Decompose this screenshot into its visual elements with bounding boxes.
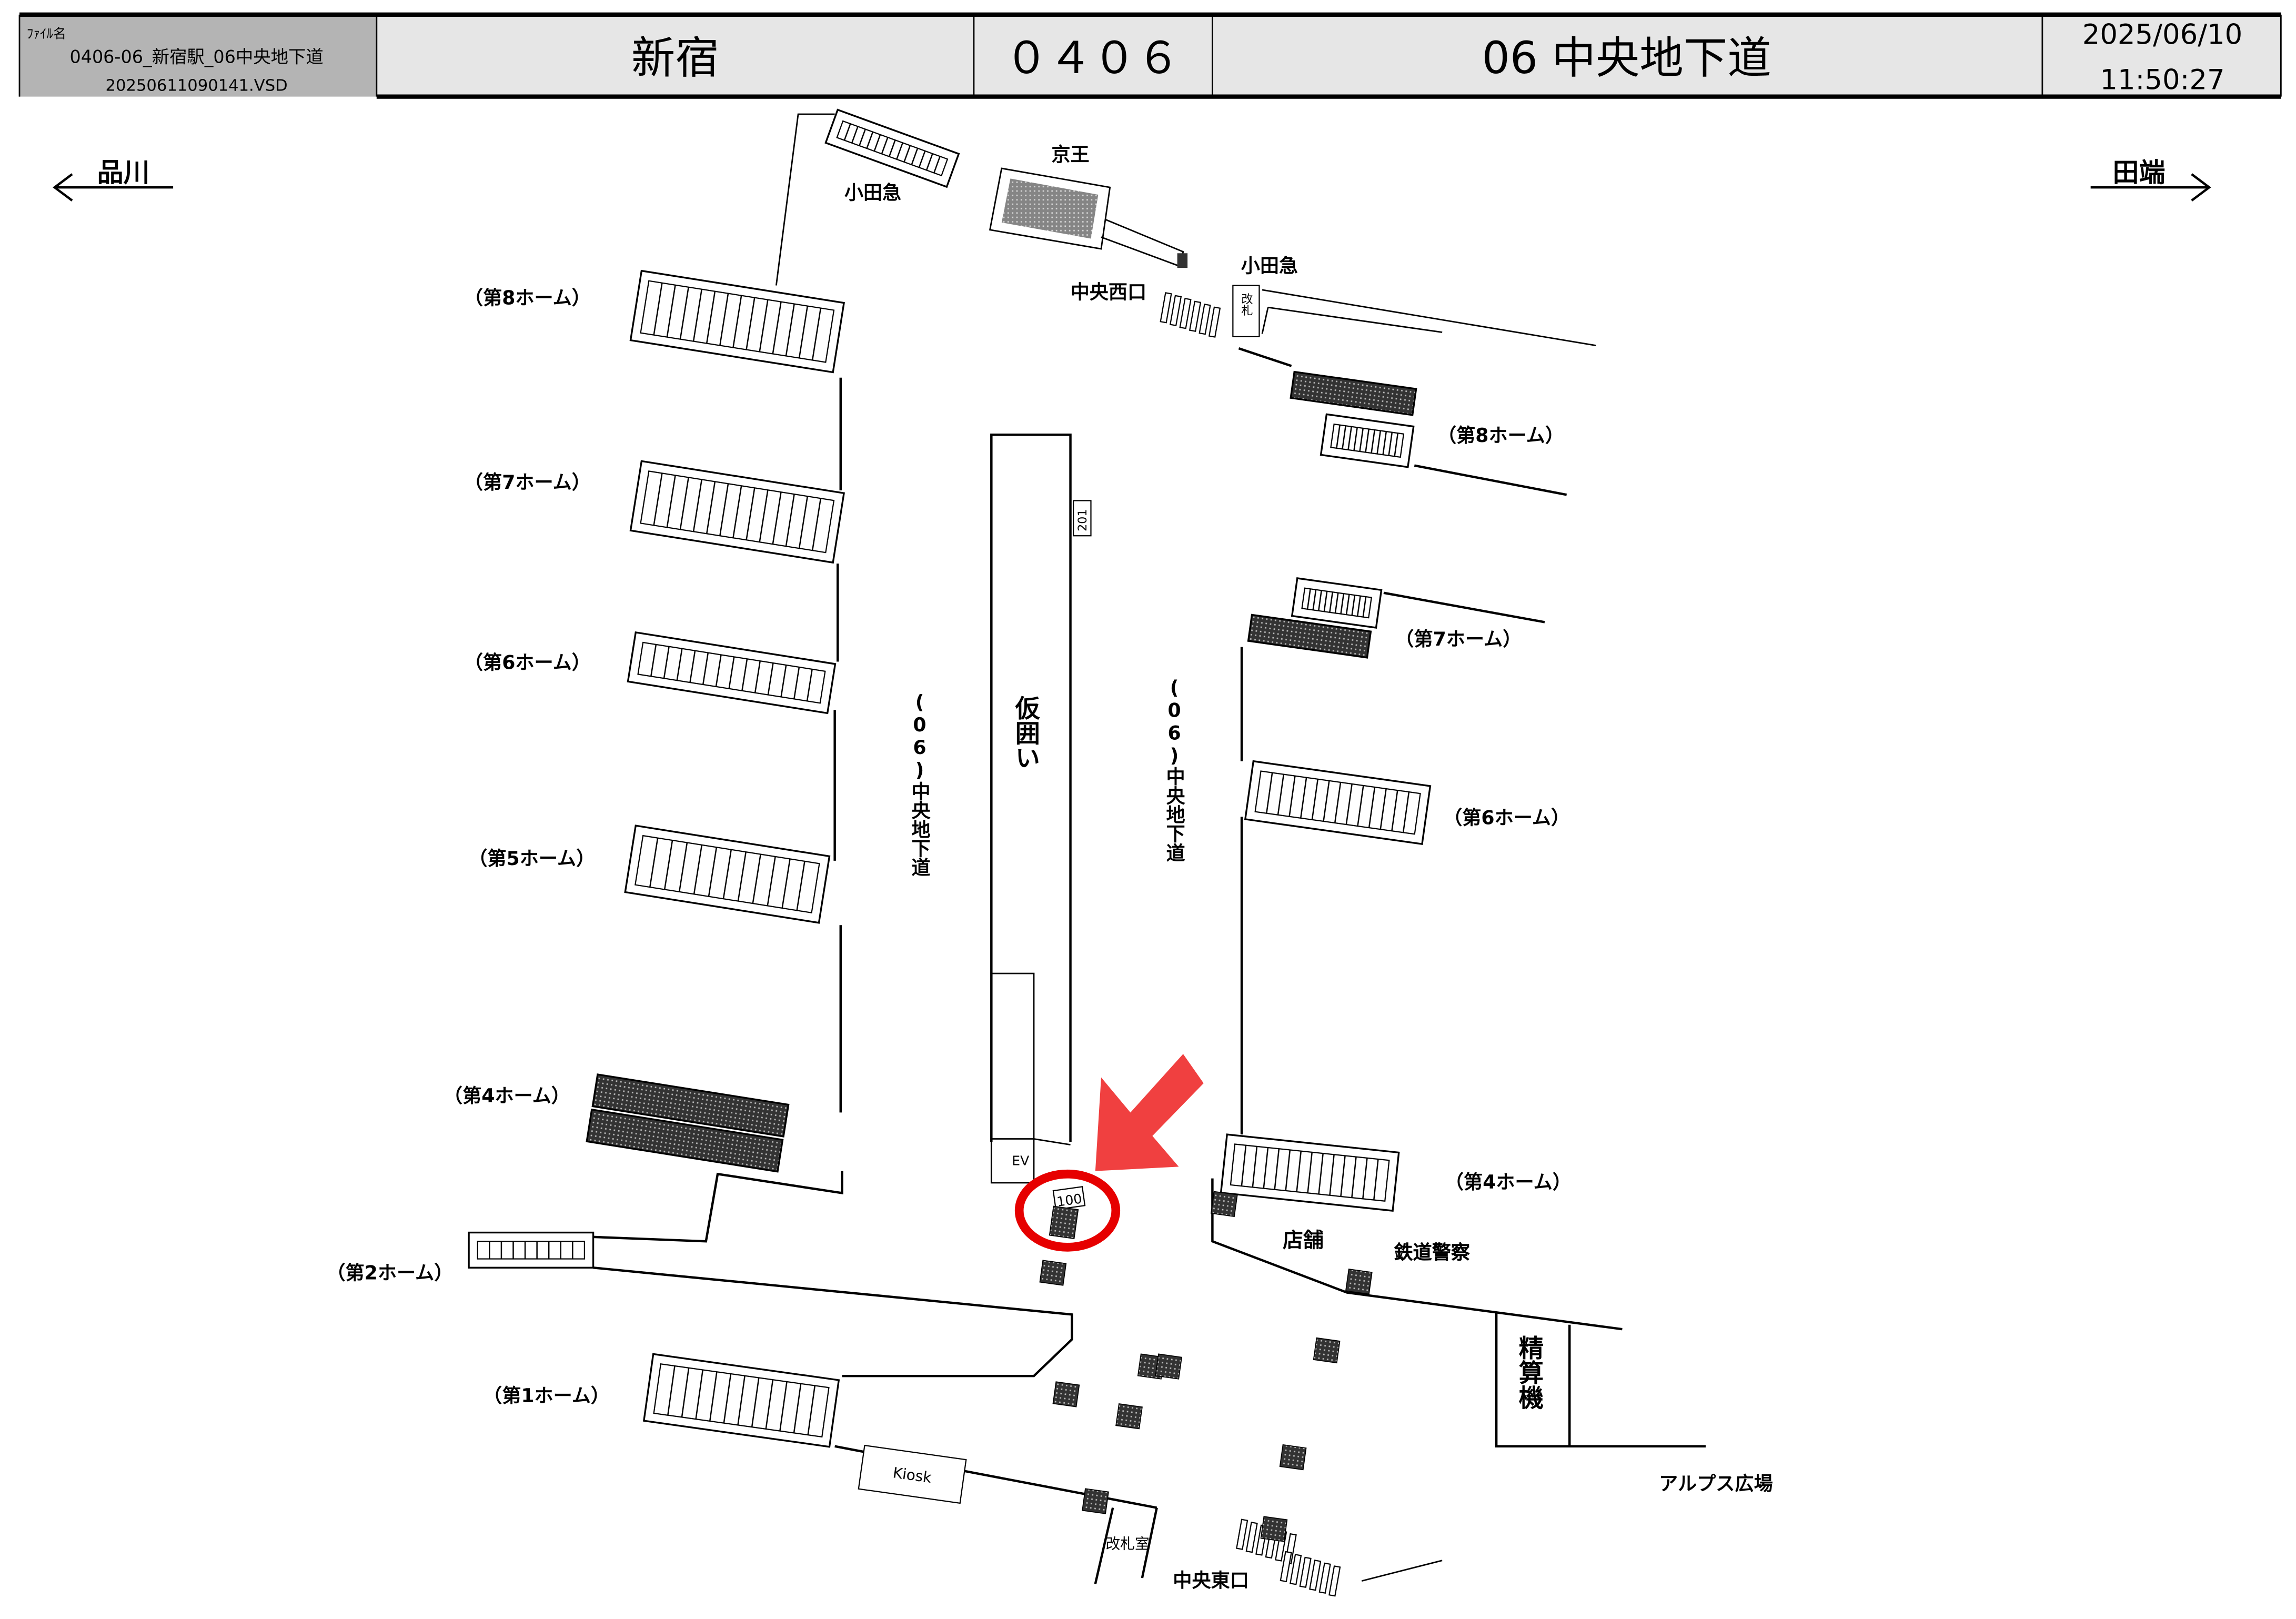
platform-label-left-5: （第5ホーム）: [468, 847, 595, 870]
kaisatsu-label: 改札: [1239, 293, 1253, 316]
ticket-machine: [1155, 1353, 1183, 1380]
stairs: [1220, 1133, 1400, 1212]
platform-label-left-7: （第7ホーム）: [464, 471, 591, 494]
ticket-machine: [1052, 1381, 1080, 1407]
station-name: 新宿: [631, 33, 719, 84]
ticket-gate: [1280, 1551, 1292, 1583]
ticket-gate: [1318, 1562, 1331, 1594]
shop-label: 店舗: [1283, 1229, 1324, 1252]
ticket-gate: [1309, 1560, 1322, 1591]
stairs: [1320, 413, 1415, 468]
ticket-machine: [1260, 1516, 1288, 1542]
ticket-gate: [1299, 1556, 1312, 1588]
platform-label-left-2: （第2ホーム）: [326, 1262, 453, 1284]
ticket-gate: [1189, 300, 1202, 332]
pointer-arrow-icon: [1095, 1054, 1204, 1171]
platform-label-right-6: （第6ホーム）: [1443, 806, 1570, 829]
stairs: [1291, 577, 1383, 629]
stairs: [1290, 370, 1417, 416]
odakyu-label-right: 小田急: [1241, 254, 1298, 277]
file-info-cell: [19, 14, 377, 97]
arrow-right-icon: [2090, 173, 2211, 202]
file-id: 20250611090141.VSD: [106, 76, 288, 95]
direction-right-label: 田端: [2112, 157, 2165, 188]
railway-police: 鉄道警察: [1394, 1243, 1471, 1265]
fare-adjust-label: 精算機: [1514, 1335, 1544, 1410]
ticket-machine: [1279, 1444, 1307, 1471]
ticket-machine: [1210, 1191, 1238, 1217]
railway-police-label: 鉄道警察: [1394, 1243, 1471, 1265]
sign-100: 100: [1056, 1191, 1083, 1209]
date: 2025/06/10: [2082, 18, 2243, 51]
ticket-gate: [1208, 306, 1221, 338]
platform-label-right-4: （第4ホーム）: [1445, 1171, 1572, 1193]
ticket-gate: [1160, 292, 1172, 324]
chuo-higashiguchi-label: 中央東口: [1173, 1569, 1249, 1592]
direction-right: 田端: [2090, 157, 2211, 202]
ticket-machine: [1039, 1260, 1067, 1286]
direction-left: 品川: [53, 157, 174, 202]
stairs: [624, 824, 831, 924]
chuo-nishiguchi-label: 中央西口: [1071, 281, 1147, 304]
stairs: [824, 108, 960, 188]
stairs: [591, 1073, 790, 1138]
stairs: [642, 1353, 840, 1448]
ticket-machines: [1039, 1191, 1373, 1542]
ticket-machine: [1115, 1403, 1143, 1430]
platform-label-left-4: （第4ホーム）: [444, 1084, 570, 1107]
platform-label-right-8: （第8ホーム）: [1437, 424, 1564, 447]
passage-label-left: (06)中央地下道: [908, 691, 931, 877]
stairs: [468, 1231, 595, 1269]
platform-label-right-7: （第7ホーム）: [1395, 628, 1522, 650]
passage-label-right: (06)中央地下道: [1163, 676, 1186, 862]
stairs-group: [468, 108, 1432, 1448]
header-bar: ﾌｧｲﾙ名 0406-06_新宿駅_06中央地下道 20250611090141…: [18, 12, 2282, 99]
stairs: [586, 1108, 784, 1173]
ticket-gates: [1160, 292, 1341, 1597]
keio-gate: [989, 167, 1188, 268]
stairs: [1244, 760, 1432, 846]
ticket-machine: [1345, 1269, 1373, 1295]
ticket-machine: [1082, 1488, 1109, 1514]
ev-label: EV: [1012, 1153, 1029, 1169]
ticket-gate: [1199, 304, 1211, 335]
platform-label-left-8: （第8ホーム）: [464, 287, 591, 309]
highlighted-ticket-machine[interactable]: 100: [1014, 1169, 1121, 1252]
ticket-gate: [1236, 1519, 1248, 1550]
odakyu-label-top: 小田急: [844, 181, 901, 204]
arrow-left-icon: [53, 173, 174, 202]
ticket-gate: [1328, 1565, 1341, 1597]
ticket-gate: [1290, 1554, 1302, 1585]
time: 11:50:27: [2100, 64, 2224, 96]
sign-201: 201: [1076, 509, 1090, 531]
kiosk: Kiosk: [858, 1444, 967, 1504]
kaisatsu-room-label: 改札室: [1105, 1535, 1149, 1552]
highlight-circle: [1014, 1169, 1121, 1252]
file-name: 0406-06_新宿駅_06中央地下道: [69, 47, 323, 67]
keio-label: 京王: [1051, 143, 1089, 166]
file-label: ﾌｧｲﾙ名: [27, 26, 66, 41]
title-cell: [376, 14, 2281, 97]
stairs: [627, 631, 837, 715]
temporary-fence-block: 仮囲い EV 201: [990, 434, 1092, 1184]
temporary-fence-label: 仮囲い: [1011, 695, 1041, 770]
stairs: [629, 460, 845, 564]
stairs: [629, 269, 845, 374]
station-code: ０４０６: [1004, 33, 1180, 84]
area-name: 06 中央地下道: [1482, 33, 1771, 84]
ticket-gate: [1169, 295, 1182, 326]
direction-left-label: 品川: [97, 157, 149, 188]
stairs: [1247, 614, 1372, 659]
ticket-machine: [1313, 1337, 1341, 1364]
ticket-gate: [1179, 298, 1192, 329]
ticket-gate: [1245, 1522, 1258, 1553]
alps-plaza-label: アルプス広場: [1659, 1472, 1773, 1495]
platform-label-left-6: （第6ホーム）: [464, 651, 591, 673]
platform-label-left-1: （第1ホーム）: [483, 1384, 610, 1407]
